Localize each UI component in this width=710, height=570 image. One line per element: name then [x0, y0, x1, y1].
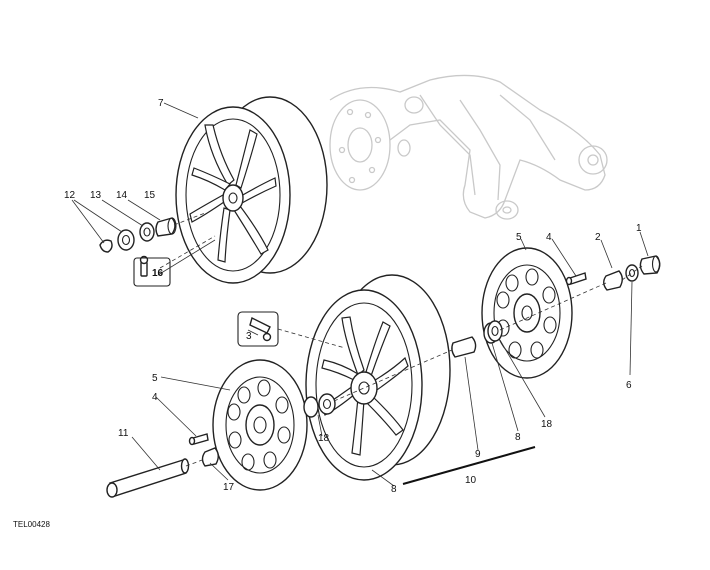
swingarm-ghost: [329, 74, 608, 220]
callout-18-right: 18: [541, 419, 553, 430]
callout-4-left: 4: [152, 392, 158, 403]
front-hub-hardware: [188, 255, 661, 467]
rear-wheel: [175, 96, 328, 284]
washer-14: [139, 222, 155, 242]
circlip-12: [99, 239, 113, 253]
callout-5-left: 5: [152, 373, 158, 384]
callout-4-right: 4: [546, 232, 552, 243]
spacer-15: [155, 217, 176, 237]
spacer-17: [201, 447, 219, 467]
callout-8-right: 8: [515, 432, 521, 443]
callout-8-left: 8: [391, 484, 397, 495]
callout-15: 15: [144, 190, 156, 201]
spacer-9: [451, 336, 477, 358]
callout-labels: 7 12 13 14 15 16 1 2 4 5 3 6 5 4 11 18 1…: [13, 98, 642, 529]
callout-2: 2: [595, 232, 601, 243]
front-wheel: [305, 274, 451, 481]
callout-12: 12: [64, 190, 76, 201]
front-axle: [106, 458, 190, 498]
drawing-code: TEL00428: [13, 520, 50, 529]
valve-3: [249, 316, 271, 334]
callout-13: 13: [90, 190, 102, 201]
washer-6: [625, 264, 639, 282]
callout-11: 11: [118, 428, 129, 439]
callout-3: 3: [246, 331, 252, 342]
dimension-bar-10: [402, 446, 536, 485]
callout-14: 14: [116, 190, 128, 201]
bearing-18-right: [487, 320, 503, 342]
rear-brake-disc-ghost: [329, 99, 411, 191]
spacer-2: [603, 270, 623, 291]
callout-17: 17: [223, 482, 235, 493]
callout-1: 1: [636, 223, 642, 234]
assembly-axes: [159, 212, 643, 485]
callout-6: 6: [626, 380, 632, 391]
bearing-18-left: [318, 393, 336, 415]
rear-hub-hardware: [99, 217, 177, 287]
bolt-4-right: [569, 272, 587, 285]
callout-5-right: 5: [516, 232, 522, 243]
callout-7: 7: [158, 98, 164, 109]
ring-nut-13: [117, 229, 135, 251]
callout-10: 10: [465, 475, 477, 486]
callout-9: 9: [475, 449, 481, 460]
front-brake-disc-left: [212, 359, 308, 491]
callout-18-left: 18: [318, 433, 330, 444]
callout-16: 16: [152, 268, 164, 279]
leader-lines: [71, 102, 649, 487]
valve-16-frame: [133, 257, 171, 287]
front-brake-disc-right: [481, 247, 573, 379]
bearing-8-left: [303, 396, 319, 418]
